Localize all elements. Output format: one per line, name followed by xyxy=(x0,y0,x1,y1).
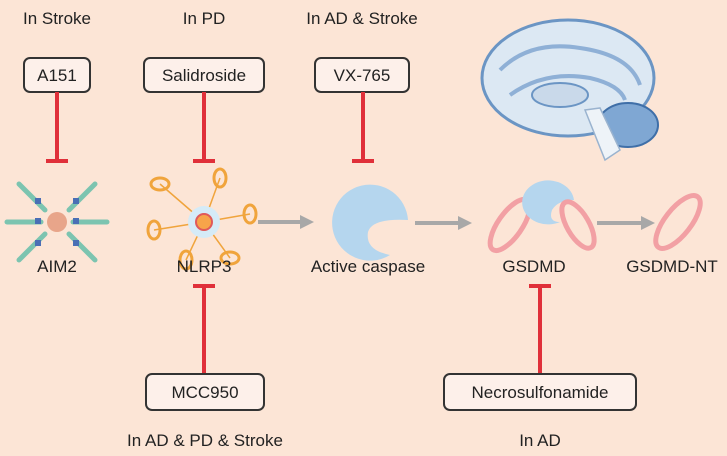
inhibit-line-caspase xyxy=(352,92,374,163)
gsdmd-nt-icon xyxy=(653,193,703,251)
gsdmd-icon xyxy=(487,180,597,254)
brain-illustration xyxy=(480,18,659,162)
node-label-active-caspase: Active caspase xyxy=(311,257,425,276)
arrow-gsdmd-to-gsdmdnt xyxy=(597,216,655,230)
node-label-gsdmd-nt: GSDMD-NT xyxy=(626,257,718,276)
context-vx765: In AD & Stroke xyxy=(306,9,418,28)
inhibitor-label: Salidroside xyxy=(162,66,246,85)
inhibitor-label: Necrosulfonamide xyxy=(471,383,608,402)
context-a151: In Stroke xyxy=(23,9,91,28)
inhibitor-box-vx765: VX-765 xyxy=(314,57,410,93)
inhibitor-box-salidroside: Salidroside xyxy=(143,57,265,93)
arrow-nlrp3-to-caspase xyxy=(258,215,314,229)
context-mcc950: In AD & PD & Stroke xyxy=(127,431,283,450)
context-necrosulfonamide: In AD xyxy=(519,431,561,450)
active-caspase-icon xyxy=(332,184,408,261)
context-salidroside: In PD xyxy=(183,9,226,28)
nlrp3-icon xyxy=(146,167,258,271)
inhibitor-box-a151: A151 xyxy=(23,57,91,93)
node-label-nlrp3: NLRP3 xyxy=(177,257,232,276)
inhibit-line-necrosulfonamide xyxy=(529,284,551,374)
inhibitor-label: VX-765 xyxy=(334,66,391,85)
inhibitor-box-mcc950: MCC950 xyxy=(145,373,265,411)
inhibitor-label: MCC950 xyxy=(171,383,238,402)
node-label-aim2: AIM2 xyxy=(37,257,77,276)
inhibit-line-nlrp3 xyxy=(193,92,215,163)
inhibit-line-aim2 xyxy=(46,92,68,163)
node-label-gsdmd: GSDMD xyxy=(502,257,565,276)
aim2-icon xyxy=(4,181,110,263)
inhibitor-label: A151 xyxy=(37,66,77,85)
inhibitor-box-necrosulfonamide: Necrosulfonamide xyxy=(443,373,637,411)
inhibit-line-mcc950 xyxy=(193,284,215,374)
arrow-caspase-to-gsdmd xyxy=(415,216,472,230)
